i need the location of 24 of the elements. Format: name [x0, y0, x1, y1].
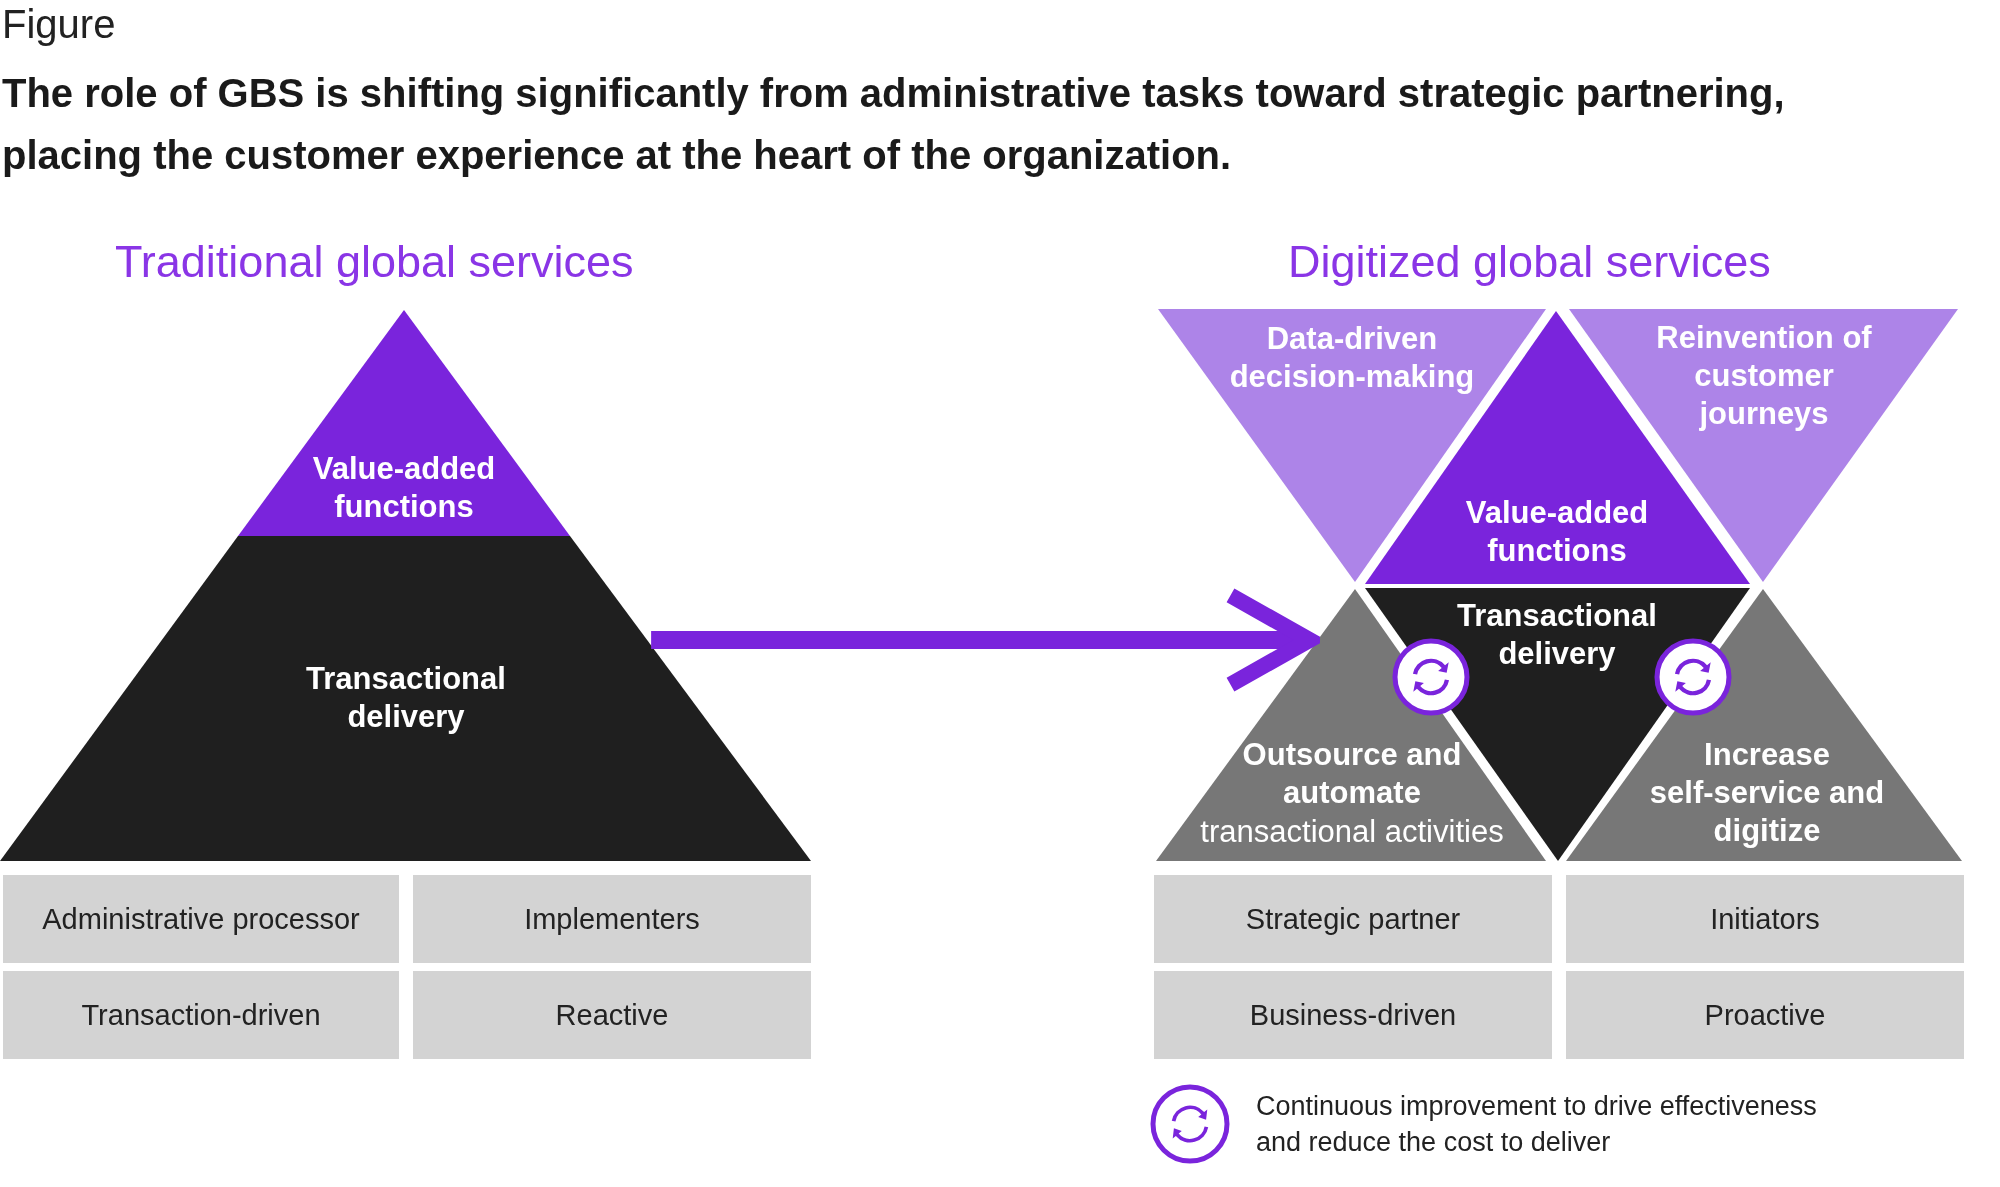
attribute-tile: Reactive [413, 971, 811, 1059]
segment-label: Value-added functions [1464, 494, 1650, 570]
attribute-tile: Initiators [1566, 875, 1964, 963]
legend-text: Continuous improvement to drive effectiveness and reduce the cost to deliver [1256, 1090, 1818, 1159]
attribute-tile: Transaction-driven [3, 971, 399, 1059]
arrow [651, 587, 1318, 693]
segment-label: Data-driven decision-making [1228, 320, 1476, 396]
segment-label: Increase self-service and digitize [1649, 736, 1885, 850]
attribute-tile: Strategic partner [1154, 875, 1552, 963]
pyramid-segment [238, 310, 570, 536]
segment-label: Transactional delivery [305, 660, 507, 736]
figure-title: The role of GBS is shifting significantly from administrative tasks toward strategic partnering, placing the customer experience at the heart of the organization. [2, 70, 1786, 179]
segment-label: Value-added functions [311, 450, 497, 526]
pyramid-segment [0, 536, 811, 861]
segment-label: Transactional delivery [1456, 597, 1658, 673]
section-heading: Digitized global services [1288, 236, 1771, 288]
segment-label: transactional activities [1199, 813, 1505, 851]
attribute-tile: Administrative processor [3, 875, 399, 963]
attribute-tile: Business-driven [1154, 971, 1552, 1059]
segment-label: Reinvention of customer journeys [1655, 319, 1873, 433]
section-heading: Traditional global services [115, 236, 634, 288]
figure-label: Figure [2, 2, 116, 47]
attribute-tile: Proactive [1566, 971, 1964, 1059]
attribute-tile: Implementers [413, 875, 811, 963]
